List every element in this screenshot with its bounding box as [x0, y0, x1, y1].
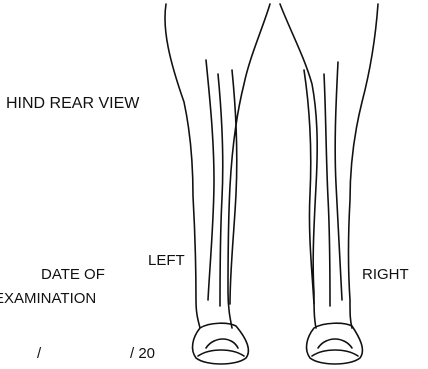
left-side-label: LEFT — [148, 253, 185, 268]
right-leg-tendon-line-2 — [324, 74, 330, 306]
right-leg-tendon-line-3 — [335, 62, 342, 300]
left-leg-tendon-line-1 — [206, 60, 214, 300]
right-side-label: RIGHT — [362, 267, 409, 282]
date-of-examination-label-line2: EXAMINATION — [0, 291, 96, 306]
right-hind-leg — [280, 4, 378, 364]
left-leg-inner-outline — [228, 4, 270, 328]
date-of-examination-label-line1: DATE OF — [41, 267, 105, 282]
date-field-separator-year: / 20 — [130, 346, 155, 361]
view-title: HIND REAR VIEW — [6, 96, 139, 112]
right-hoof-cleft — [312, 339, 358, 356]
right-hoof — [307, 323, 363, 364]
left-hind-leg — [165, 4, 270, 364]
left-leg-tendon-line-2 — [218, 74, 223, 306]
left-hoof-cleft — [198, 339, 244, 356]
date-field-separator-1: / — [37, 346, 41, 361]
left-hoof — [193, 323, 249, 364]
left-leg-outer-outline — [165, 4, 200, 328]
left-leg-tendon-line-3 — [230, 70, 237, 304]
right-leg-tendon-line-1 — [304, 70, 314, 304]
